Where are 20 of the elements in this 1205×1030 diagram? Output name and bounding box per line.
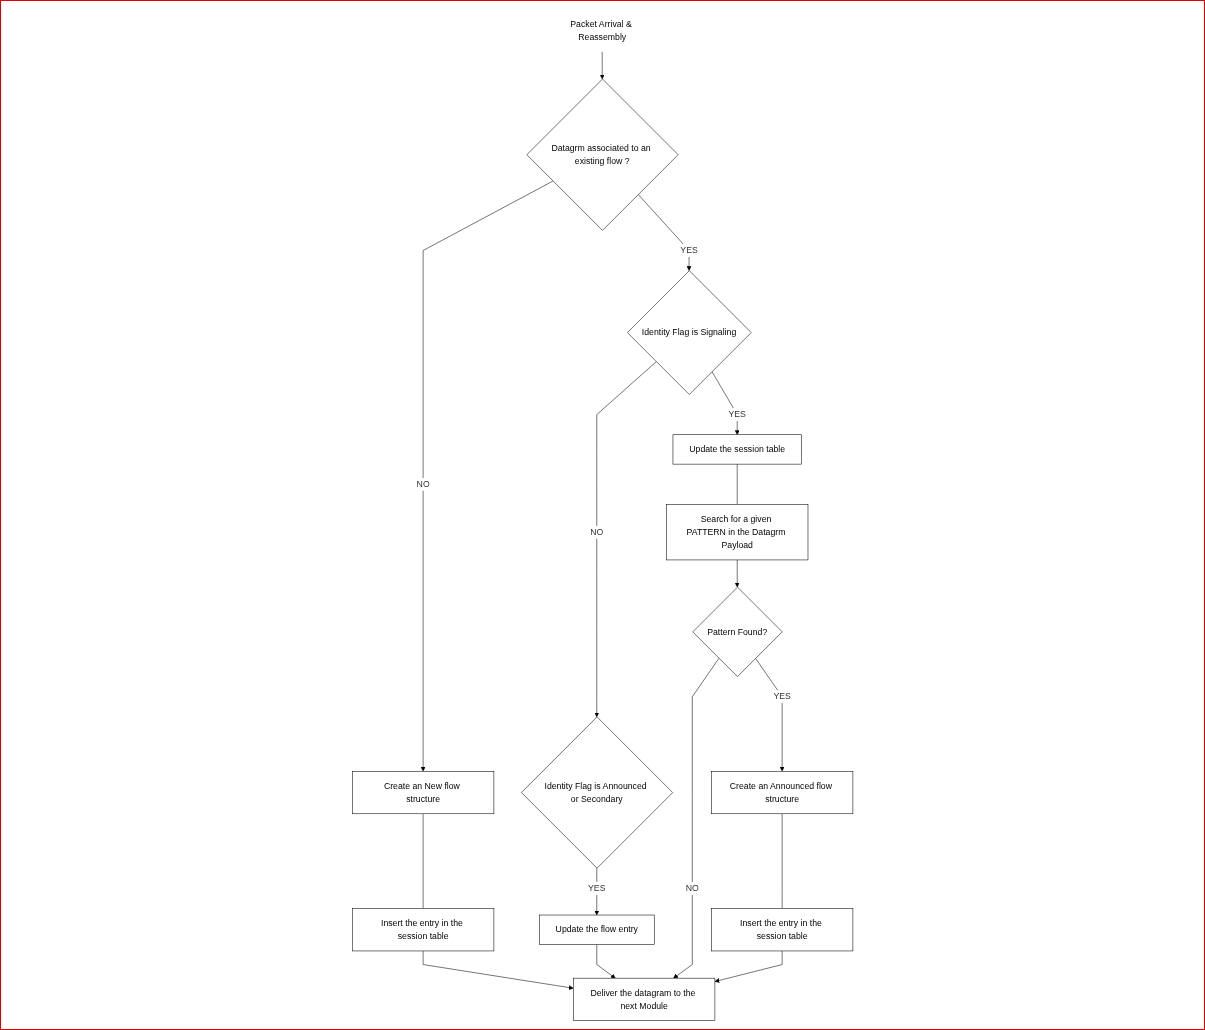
node-box: Insert the entry in the session table bbox=[710, 908, 854, 952]
node-box: Update the session table bbox=[672, 434, 802, 465]
edge-label: NO bbox=[590, 527, 604, 537]
node-text: Packet Arrival & Reassembly bbox=[570, 19, 632, 42]
node-box: Update the flow entry bbox=[538, 914, 655, 945]
edge-label: NO bbox=[685, 883, 699, 893]
edge-label: YES bbox=[773, 691, 791, 702]
node-box: Create an New flow structure bbox=[351, 771, 495, 815]
node-box: Search for a given PATTERN in the Datagrm Payload bbox=[666, 504, 809, 561]
node-box: Insert the entry in the session table bbox=[351, 908, 495, 952]
edge-label: YES bbox=[587, 883, 606, 893]
node-box: Deliver the datagram to the next Module bbox=[572, 977, 716, 1021]
edge-label: NO bbox=[416, 479, 430, 489]
node-diamond: Pattern Found? bbox=[692, 586, 783, 677]
node-diamond: Datagrm associated to an existing flow ? bbox=[526, 78, 679, 231]
edge-label: YES bbox=[680, 245, 698, 255]
node-box: Create an Announced flow structure bbox=[710, 771, 854, 815]
node-diamond: Identity Flag is Signaling bbox=[627, 270, 752, 395]
edge-label: YES bbox=[728, 409, 746, 419]
node-diamond: Identity Flag is Announced or Secondary bbox=[521, 716, 673, 869]
